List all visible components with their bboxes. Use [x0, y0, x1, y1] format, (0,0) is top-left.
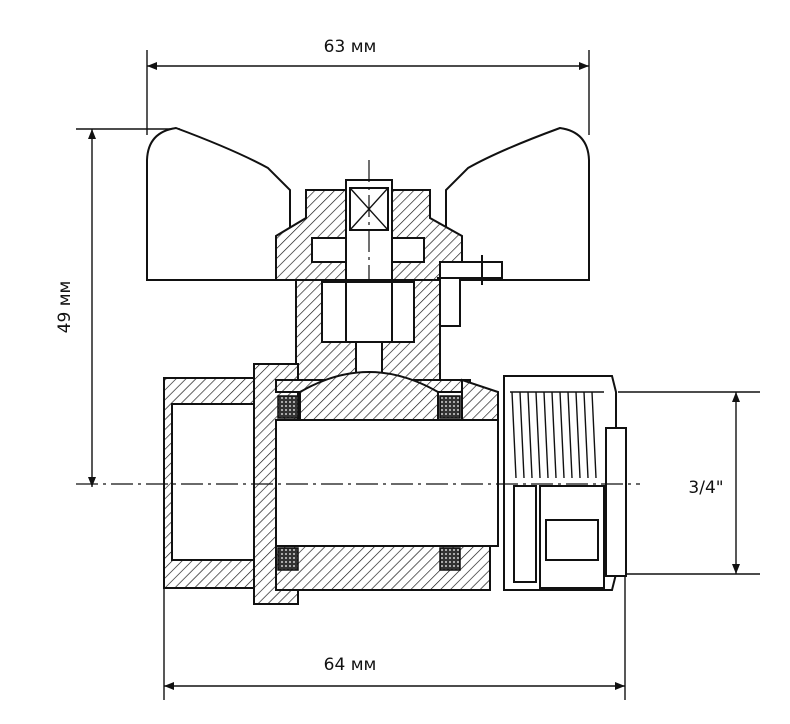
valve-body-center — [275, 371, 499, 591]
dim-label-thread-size: 3/4" — [688, 478, 723, 498]
dimension-handle-width: 63 мм — [146, 37, 590, 135]
dim-label-total-length: 64 мм — [324, 655, 377, 675]
union-nut-right — [503, 375, 627, 591]
dimension-total-length: 64 мм — [163, 545, 626, 700]
dim-label-total-height: 49 мм — [55, 281, 75, 334]
butterfly-handle — [146, 126, 590, 281]
stop-pin — [437, 255, 503, 327]
dim-label-handle-width: 63 мм — [324, 37, 377, 57]
dimension-total-height: 49 мм — [55, 128, 180, 487]
dimension-thread-size: 3/4" — [618, 391, 760, 575]
